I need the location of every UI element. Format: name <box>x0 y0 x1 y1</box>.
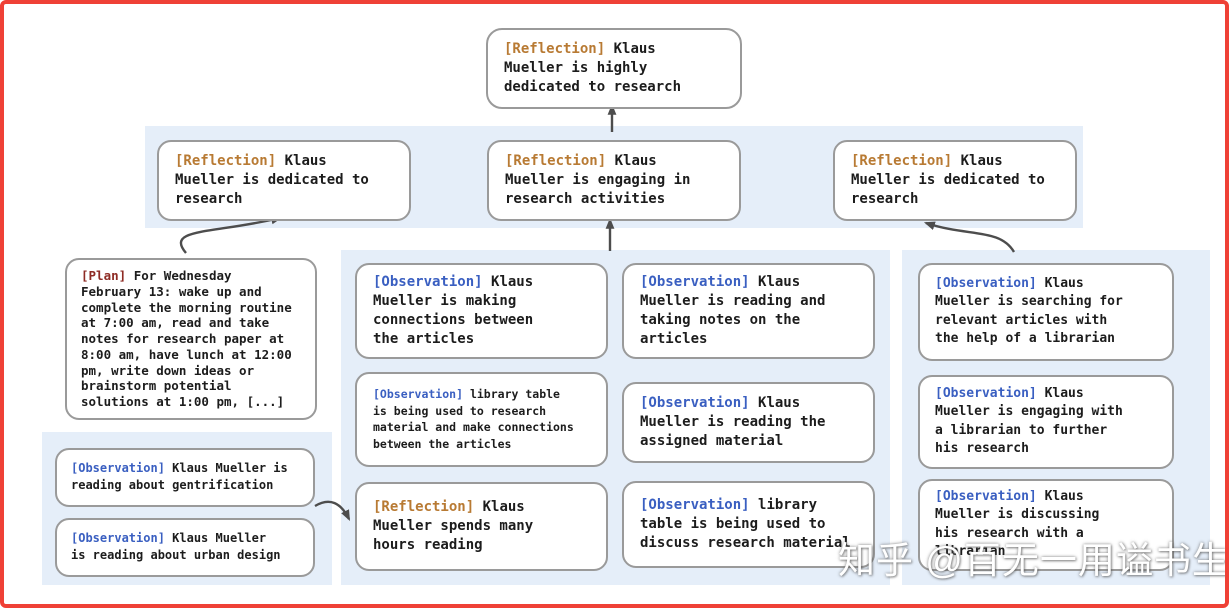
reflection-tag: [Reflection] <box>175 153 277 169</box>
node-obs-assigned: [Observation] Klaus Mueller is reading t… <box>622 382 875 463</box>
node-text: For Wednesday February 13: wake up and c… <box>81 268 292 409</box>
node-obs-engaging: [Observation] Klaus Mueller is engaging … <box>918 375 1174 469</box>
observation-tag: [Observation] <box>935 489 1037 504</box>
reflection-tag: [Reflection] <box>504 41 606 57</box>
node-plan: [Plan] For Wednesday February 13: wake u… <box>65 258 317 420</box>
node-text: Klaus Mueller is engaging with a librari… <box>935 386 1123 457</box>
node-text: Klaus Mueller is reading about gentrific… <box>71 461 288 493</box>
arrow-observations-to-hours-reflection <box>314 500 351 521</box>
node-obs-searching: [Observation] Klaus Mueller is searching… <box>918 263 1174 361</box>
observation-tag: [Observation] <box>640 497 750 513</box>
node-root-reflection: [Reflection] Klaus Mueller is highly ded… <box>486 28 742 109</box>
observation-tag: [Observation] <box>373 274 483 290</box>
node-obs-discussing: [Observation] Klaus Mueller is discussin… <box>918 479 1174 571</box>
node-text: Klaus Mueller is reading the assigned ma… <box>640 395 826 449</box>
node-obs-library-discuss: [Observation] library table is being use… <box>622 481 875 568</box>
node-obs-connections: [Observation] Klaus Mueller is making co… <box>355 263 608 359</box>
observation-tag: [Observation] <box>373 387 464 401</box>
node-text: Klaus Mueller is discussing his research… <box>935 489 1100 560</box>
observation-tag: [Observation] <box>71 461 165 475</box>
node-text: Klaus Mueller is dedicated to research <box>175 153 369 207</box>
observation-tag: [Observation] <box>71 531 165 545</box>
node-text: Klaus Mueller is reading and taking note… <box>640 274 826 347</box>
node-reflection-mid: [Reflection] Klaus Mueller is engaging i… <box>487 140 741 221</box>
reflection-tag: [Reflection] <box>373 499 475 515</box>
observation-tag: [Observation] <box>935 386 1037 401</box>
node-reflection-hours: [Reflection] Klaus Mueller spends many h… <box>355 482 608 571</box>
observation-tag: [Observation] <box>640 395 750 411</box>
observation-tag: [Observation] <box>640 274 750 290</box>
arrow-plan-to-left-reflection <box>179 215 283 254</box>
node-text: Klaus Mueller is making connections betw… <box>373 274 534 347</box>
node-reflection-left: [Reflection] Klaus Mueller is dedicated … <box>157 140 411 221</box>
arrow-right-panel-to-right-reflection <box>923 221 1016 253</box>
node-obs-taking-notes: [Observation] Klaus Mueller is reading a… <box>622 263 875 359</box>
observation-tag: [Observation] <box>935 276 1037 291</box>
node-text: Klaus Mueller is reading about urban des… <box>71 531 281 563</box>
node-text: library table is being used to research … <box>373 387 574 452</box>
reflection-tag: [Reflection] <box>851 153 953 169</box>
node-text: library table is being used to discuss r… <box>640 497 851 551</box>
node-obs-urban-design: [Observation] Klaus Mueller is reading a… <box>55 518 315 577</box>
plan-tag: [Plan] <box>81 268 127 283</box>
zhihu-watermark: 知乎 @百无一用谥书生 <box>838 540 1229 581</box>
node-text: Klaus Mueller is highly dedicated to res… <box>504 41 682 95</box>
node-reflection-right: [Reflection] Klaus Mueller is dedicated … <box>833 140 1077 221</box>
node-obs-library-research: [Observation] library table is being use… <box>355 372 608 467</box>
node-obs-gentrification: [Observation] Klaus Mueller is reading a… <box>55 448 315 507</box>
reflection-tag: [Reflection] <box>505 153 607 169</box>
node-text: Klaus Mueller is searching for relevant … <box>935 276 1123 347</box>
node-text: Klaus Mueller is dedicated to research <box>851 153 1045 207</box>
node-text: Klaus Mueller is engaging in research ac… <box>505 153 691 207</box>
node-text: Klaus Mueller spends many hours reading <box>373 499 534 553</box>
